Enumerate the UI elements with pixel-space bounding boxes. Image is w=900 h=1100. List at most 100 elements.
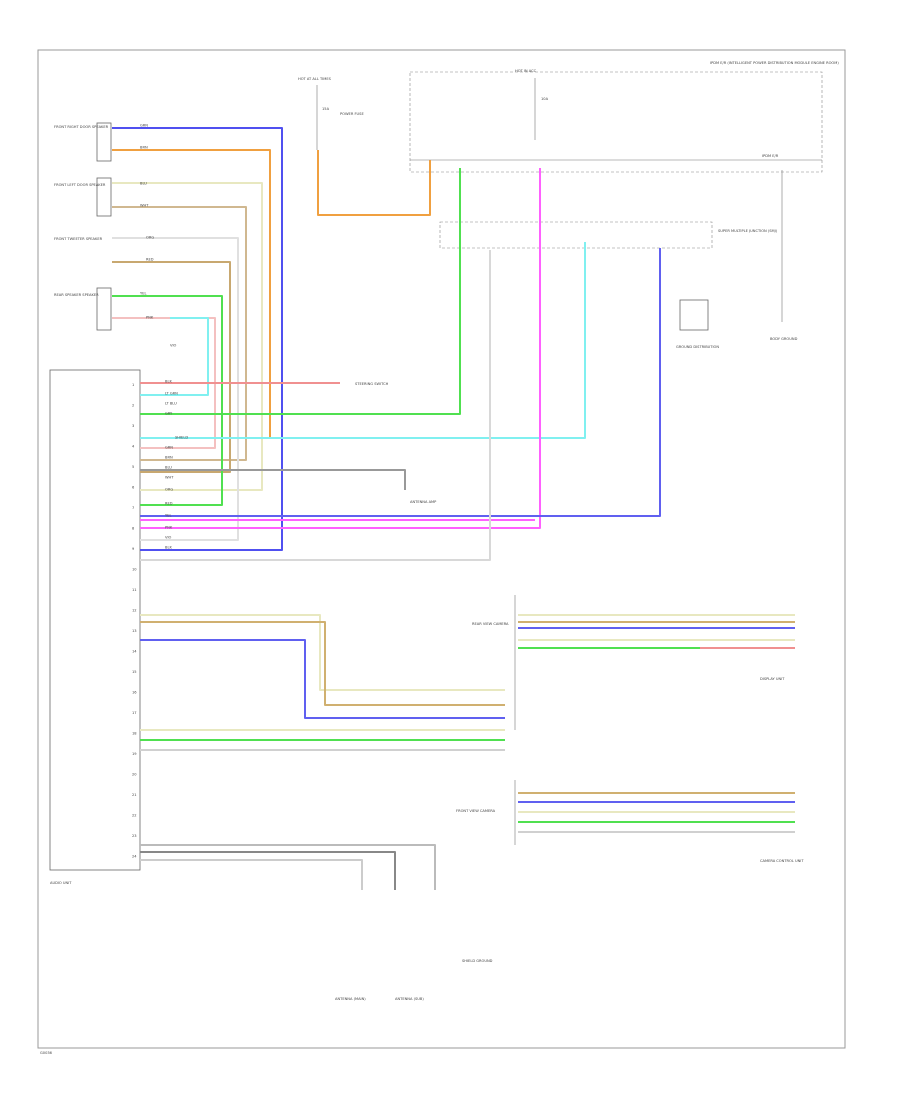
rear-speaker-box: [96, 287, 112, 331]
rear-speaker-label: REAR SPEAKER SPEAKER: [54, 293, 99, 297]
wire-codes: GRN BRN BLU WHT ORG RED YEL PNK VIO BLK LT GRN LT B…: [140, 124, 188, 550]
audio-pin-13: 13: [132, 629, 137, 633]
front-view-camera-label: FRONT VIEW CAMERA: [456, 809, 496, 813]
wire-code-23: VIO: [165, 536, 172, 540]
wire-36: [140, 844, 436, 890]
fuse-15a-label: 15A: [322, 107, 330, 111]
hot-in-acc-label: HOT IN ACC: [515, 69, 537, 73]
wire-code-16: BRN: [165, 456, 173, 460]
audio-pin-8: 8: [132, 527, 135, 531]
wire-6: [112, 261, 231, 473]
ipdm-box: [409, 71, 823, 173]
audio-pin-21: 21: [132, 793, 137, 797]
wire-code-15: GRN: [165, 446, 173, 450]
audio-unit-box: [49, 369, 141, 871]
wire-16: [140, 248, 661, 517]
wire-code-21: YEL: [165, 514, 171, 518]
wire-code-7: YEL: [140, 292, 146, 296]
audio-pin-18: 18: [132, 732, 137, 736]
audio-pin-22: 22: [132, 814, 137, 818]
wire-20: [140, 621, 505, 706]
ipdm-title: IPDM E/R (INTELLIGENT POWER DISTRIBUTION…: [710, 61, 839, 65]
junction-block-label: SUPER MULTIPLE JUNCTION (SMJ): [718, 229, 778, 233]
wire-18: [140, 250, 491, 561]
wire-38: [140, 859, 363, 890]
front-tweeter-label: FRONT TWEETER SPEAKER: [54, 237, 103, 241]
wire-37: [140, 851, 396, 890]
shield-ground-label: SHIELD GROUND: [462, 959, 493, 963]
wire-code-12: LT BLU: [165, 402, 177, 406]
wire-19: [140, 614, 505, 691]
audio-pin-2: 2: [132, 404, 134, 408]
audio-pin-12: 12: [132, 609, 137, 613]
wire-17: [140, 469, 406, 490]
wire-code-20: RED: [165, 502, 173, 506]
wire-code-10: BLK: [165, 380, 172, 384]
audio-pin-4: 4: [132, 445, 135, 449]
audio-pin-9: 9: [132, 547, 135, 551]
front-right-speaker-box: [96, 122, 112, 162]
ground-distribution-label: GROUND DISTRIBUTION: [676, 345, 719, 349]
wire-code-24: BLK: [165, 546, 172, 550]
wire-code-8: PNK: [146, 316, 154, 320]
wire-bundle: [112, 127, 795, 890]
wire-4: [112, 206, 247, 461]
wire-5: [112, 237, 239, 541]
audio-pin-24: 24: [132, 855, 137, 859]
wire-12: [140, 168, 461, 415]
diagram-frame: [37, 49, 846, 1049]
wire-13: [140, 242, 586, 439]
wire-code-22: PNK: [165, 526, 173, 530]
audio-pin-16: 16: [132, 691, 137, 695]
audio-pin-11: 11: [132, 588, 137, 592]
audio-pin-3: 3: [132, 424, 134, 428]
wire-code-3: BLU: [140, 182, 147, 186]
antenna-amp-label: ANTENNA AMP: [410, 500, 437, 504]
antenna-main-label: ANTENNA (MAIN): [335, 997, 366, 1001]
front-left-speaker-box: [96, 177, 112, 217]
power-fuse-label: POWER FUSE: [340, 112, 364, 116]
wire-7: [112, 295, 223, 506]
front-left-speaker-label: FRONT LEFT DOOR SPEAKER: [54, 183, 106, 187]
audio-pin-5: 5: [132, 465, 134, 469]
wire-3: [112, 182, 263, 491]
audio-pin-20: 20: [132, 773, 137, 777]
rear-view-camera-label: REAR VIEW CAMERA: [472, 622, 509, 626]
wire-code-17: BLU: [165, 466, 172, 470]
audio-pin-17: 17: [132, 711, 137, 715]
wire-code-11: LT GRN: [165, 392, 178, 396]
fuse-10a-label: 10A: [541, 97, 549, 101]
audio-pin-6: 6: [132, 486, 135, 490]
wire-code-2: BRN: [140, 146, 148, 150]
display-unit-label: DISPLAY UNIT: [760, 677, 785, 681]
wire-code-1: GRN: [140, 124, 148, 128]
audio-pin-15: 15: [132, 670, 137, 674]
wire-14: [140, 168, 541, 529]
front-right-speaker-label: FRONT RIGHT DOOR SPEAKER: [54, 125, 109, 129]
steering-switch-label: STEERING SWITCH: [355, 382, 389, 386]
wire-11: [317, 150, 431, 216]
wire-code-13: GRY: [165, 412, 173, 416]
audio-pin-14: 14: [132, 650, 137, 654]
audio-pin-10: 10: [132, 568, 137, 572]
audio-pin-23: 23: [132, 834, 137, 838]
audio-pin-1: 1: [132, 383, 134, 387]
wire-21: [140, 639, 505, 719]
body-ground-label: BODY GROUND: [770, 337, 798, 341]
wire-9: [140, 317, 209, 396]
wire-code-5: ORG: [146, 236, 154, 240]
hot-at-all-times-label: HOT AT ALL TIMES: [298, 77, 332, 81]
audio-pin-7: 7: [132, 506, 134, 510]
camera-control-unit-label: CAMERA CONTROL UNIT: [760, 859, 804, 863]
wire-code-14: SHIELD: [175, 436, 188, 440]
wire-code-9: VIO: [170, 344, 177, 348]
audio-unit-label: AUDIO UNIT: [50, 881, 72, 885]
wire-1: [112, 127, 283, 551]
wire-code-4: WHT: [140, 204, 149, 208]
ground-distribution-box: [679, 299, 709, 331]
antenna-sub-label: ANTENNA (SUB): [395, 997, 424, 1001]
ipdm-main-label: IPDM E/R: [762, 154, 779, 158]
